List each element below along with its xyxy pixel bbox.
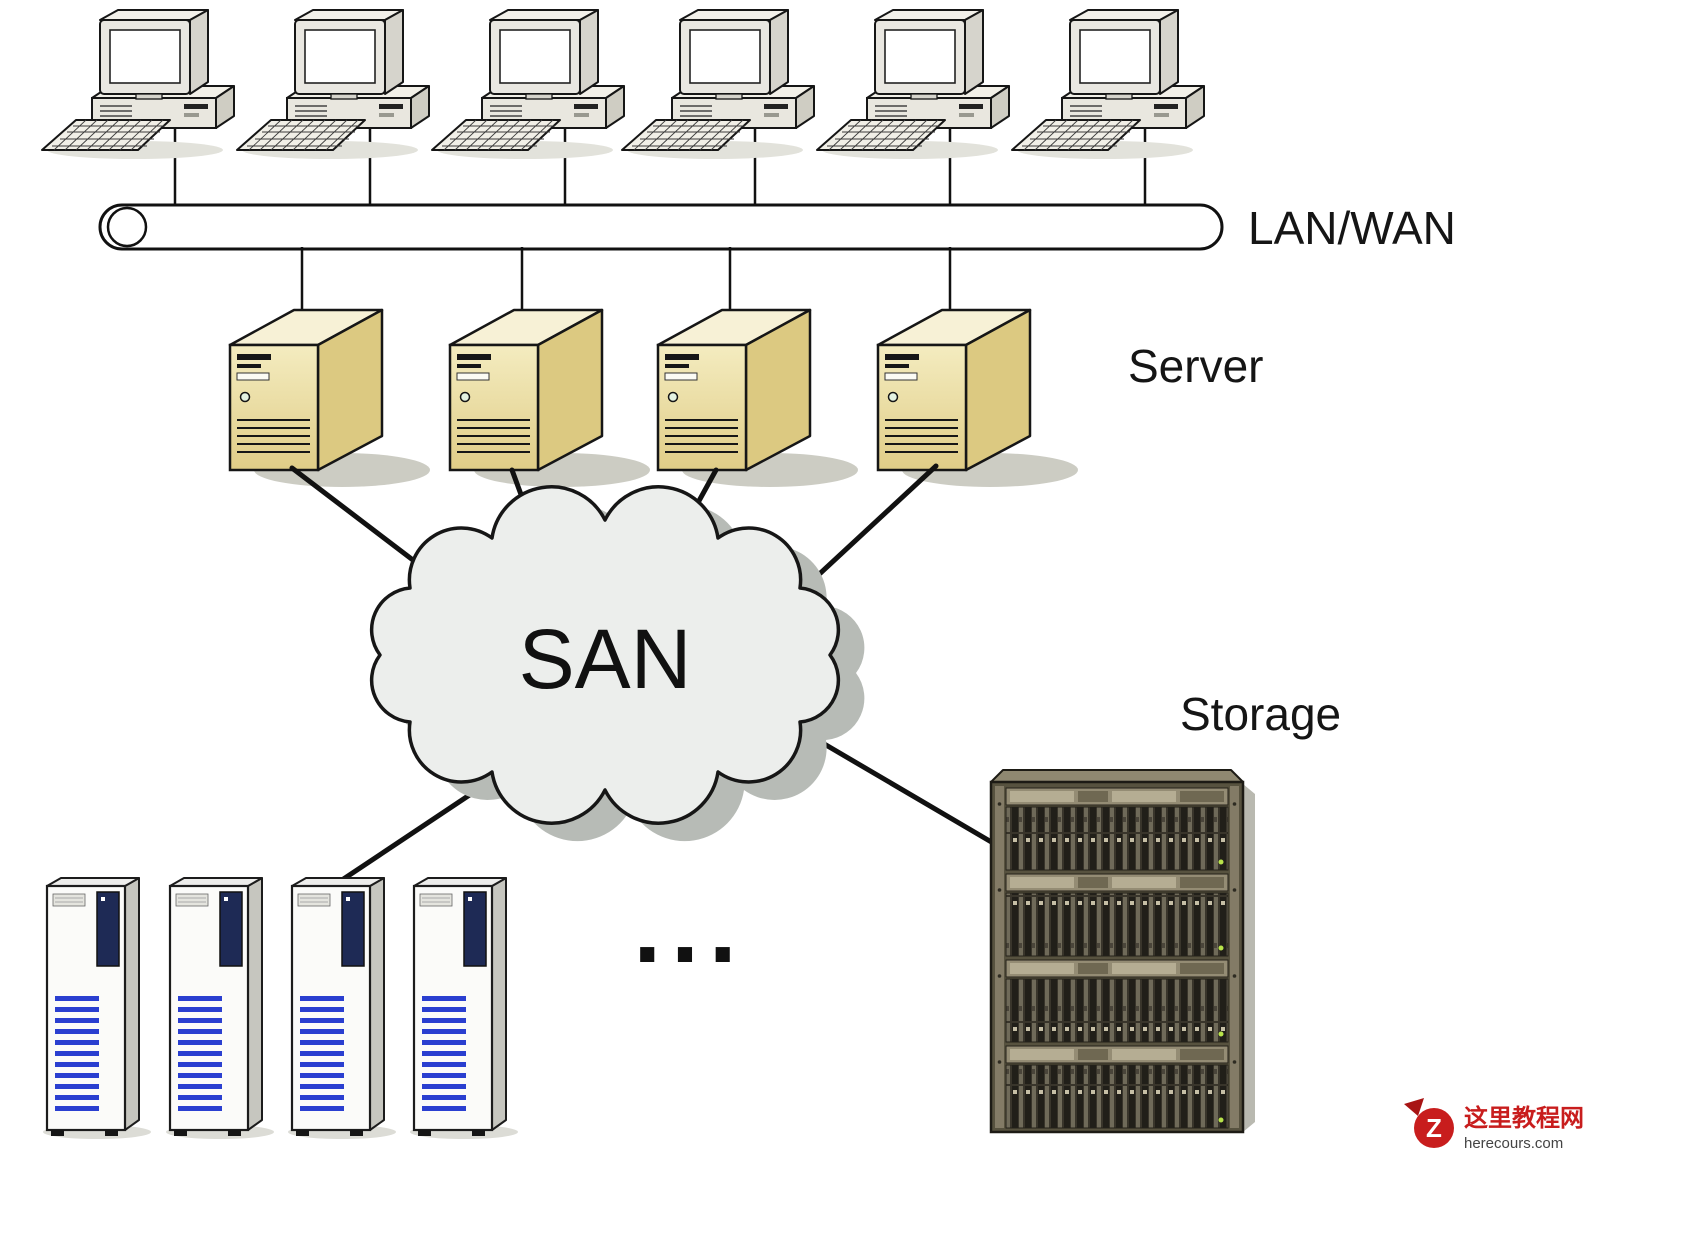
client-computer (621, 9, 815, 160)
client-computer (816, 9, 1010, 160)
server (656, 308, 860, 489)
storage-ellipsis: ... (633, 872, 746, 984)
watermark-site-name: 这里教程网 (1464, 1104, 1584, 1132)
client-computer (431, 9, 625, 160)
watermark-site-url: herecours.com (1464, 1135, 1563, 1152)
client-computers (41, 9, 1205, 160)
server-label: Server (1128, 340, 1263, 392)
watermark-logo-icon (1414, 1108, 1454, 1148)
storage-label: Storage (1180, 688, 1341, 740)
lan-to-server-links (300, 247, 952, 352)
server (876, 308, 1080, 489)
client-computer (1011, 9, 1205, 160)
lan-bus (98, 203, 1224, 251)
server (228, 308, 432, 489)
client-computer (41, 9, 235, 160)
storage-tower (41, 876, 153, 1141)
storage-tower (164, 876, 276, 1141)
storage-tower (286, 876, 398, 1141)
watermark-flag-icon (1404, 1098, 1424, 1116)
san-cloud-body (369, 485, 841, 825)
san-label: SAN (519, 612, 692, 706)
watermark: Z 这里教程网 herecours.com (1398, 1096, 1692, 1158)
storage-tower (408, 876, 520, 1141)
lan-wan-label: LAN/WAN (1248, 202, 1456, 254)
client-computer (236, 9, 430, 160)
watermark-logo-letter: Z (1426, 1113, 1442, 1143)
san-cloud: SAN (369, 485, 865, 842)
storage-towers (41, 876, 520, 1141)
storage-rack (989, 768, 1257, 1134)
servers (228, 308, 1080, 489)
client-to-lan-links (173, 128, 1147, 210)
server (448, 308, 652, 489)
